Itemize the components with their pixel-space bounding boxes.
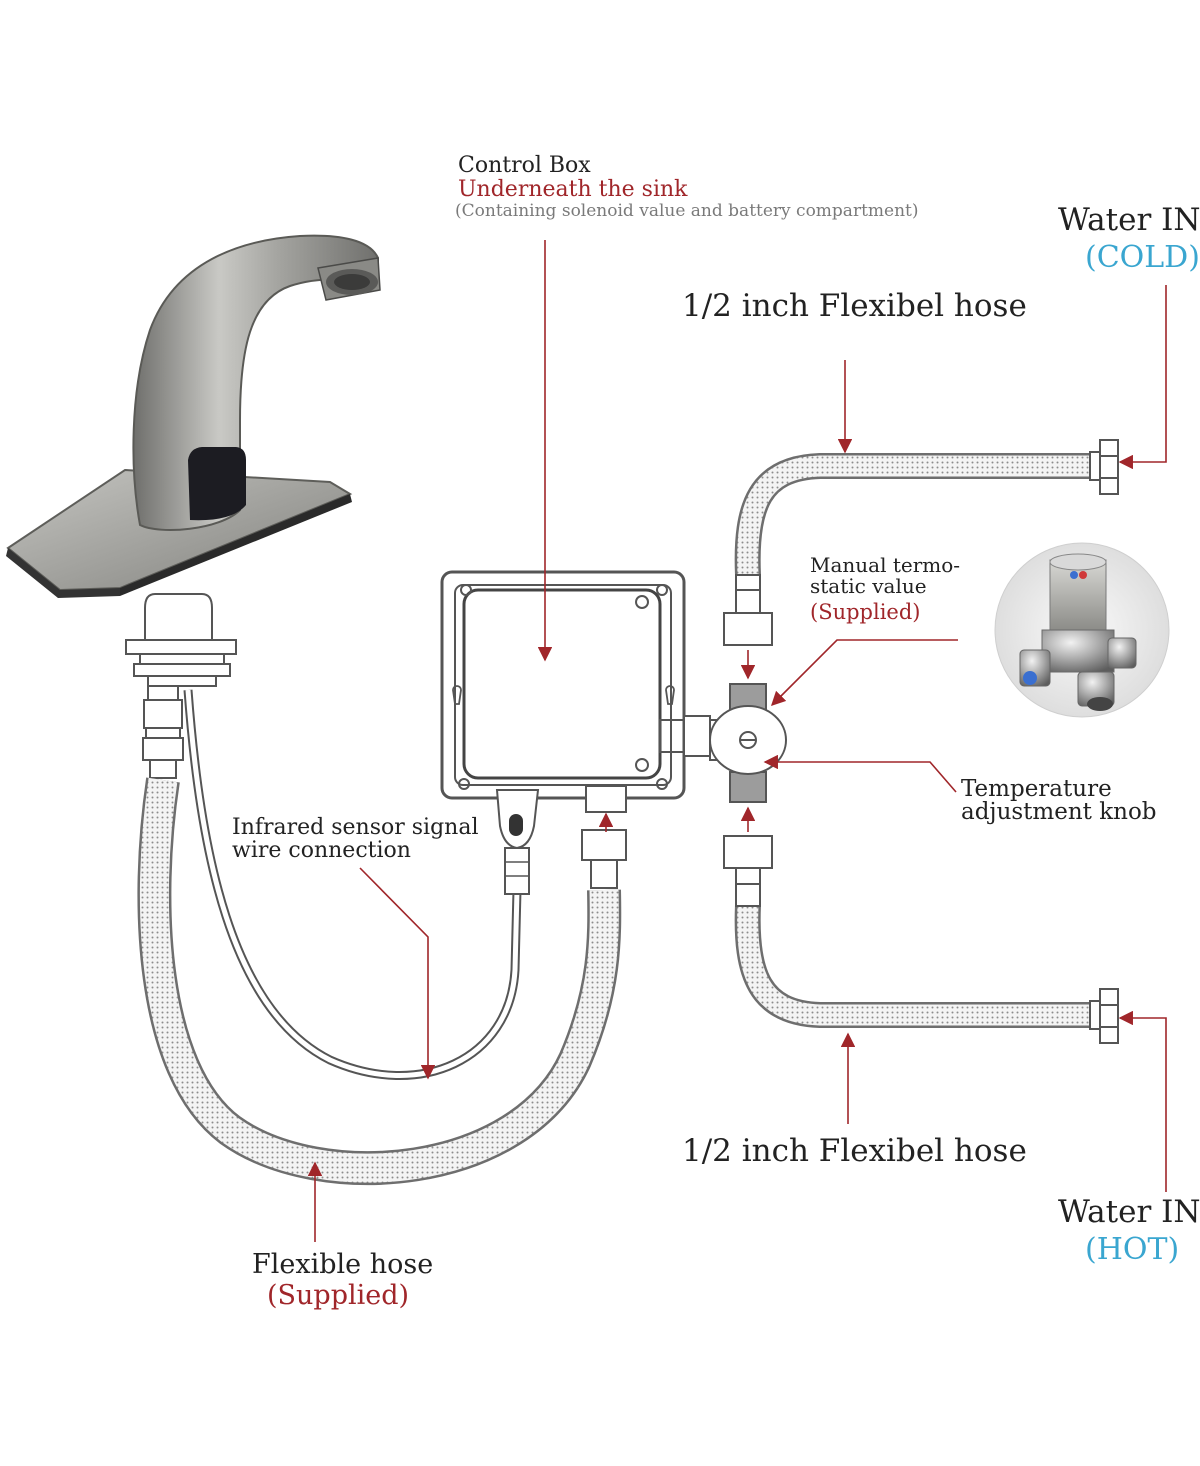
control-box-note: (Containing solenoid value and battery c…: [455, 201, 919, 221]
hose-cold: [734, 453, 1095, 576]
thermostatic-mixing-valve-icon: [994, 542, 1170, 718]
valve-label-line1: Manual termo-: [810, 553, 961, 577]
knob-label-line2: adjustment knob: [961, 799, 1157, 825]
water-in-cold-label: Water IN: [1058, 202, 1200, 238]
hot-hose-fittings: [723, 835, 1119, 1044]
valve-label-line2: static value: [810, 574, 927, 598]
cold-label: (COLD): [1085, 240, 1200, 275]
valve-supplied-label: (Supplied): [810, 600, 921, 624]
control-box-icon: [440, 570, 711, 895]
annotation-lines: [307, 240, 1167, 1242]
hose-bottom-label: 1/2 inch Flexibel hose: [682, 1133, 1027, 1169]
hose-hot: [734, 904, 1095, 1028]
hot-label: (HOT): [1085, 1232, 1180, 1267]
hose-nut: [581, 829, 627, 889]
control-box-title: Control Box: [458, 153, 591, 178]
flexible-hose: [137, 777, 622, 1185]
faucet-shank: [125, 593, 237, 779]
knob-label-line1: Temperature: [961, 776, 1112, 802]
control-box-location: Underneath the sink: [458, 177, 688, 202]
cold-hose-fittings: [723, 439, 1119, 646]
hose-top-label: 1/2 inch Flexibel hose: [682, 288, 1027, 324]
flexible-hose-label: Flexible hose: [252, 1249, 434, 1280]
flexible-supplied-label: (Supplied): [267, 1280, 410, 1311]
water-in-hot-label: Water IN: [1058, 1194, 1200, 1230]
sensor-label-line2: wire connection: [232, 838, 411, 863]
thermostatic-valve: [709, 683, 787, 803]
sensor-label-line1: Infrared sensor signal: [232, 815, 479, 840]
faucet-icon: [6, 234, 381, 598]
